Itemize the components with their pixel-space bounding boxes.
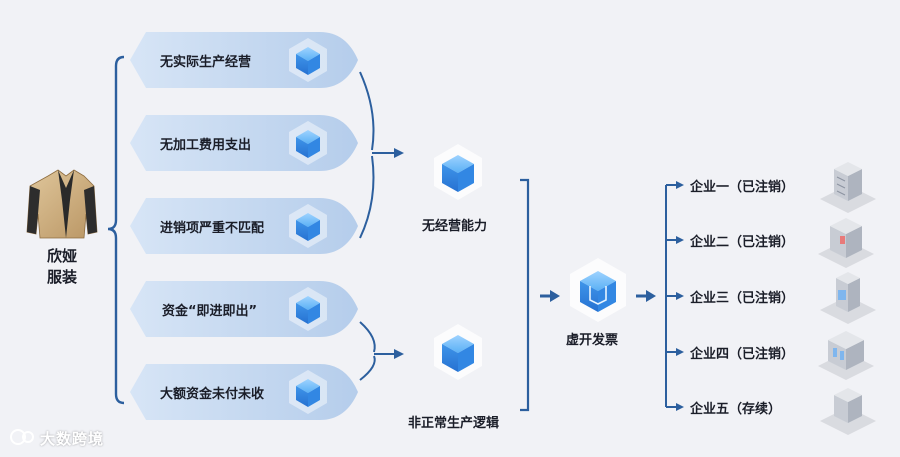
arrow-head — [676, 181, 684, 189]
building-icon — [818, 218, 874, 268]
finding-label-1: 无经营能力 — [422, 219, 488, 234]
cube-icon — [289, 121, 327, 165]
arrow-head — [676, 292, 684, 300]
building-icon — [820, 388, 876, 435]
problem-label-5: 大额资金未付未收 — [160, 387, 265, 402]
finding-label-2: 非正常生产逻辑 — [408, 416, 500, 431]
subject-line-2: 服装 — [46, 268, 77, 286]
conclusion-label: 虚开发票 — [566, 333, 619, 348]
arrow-head — [676, 403, 684, 411]
enterprise-label-5: 企业五（存续） — [690, 402, 782, 417]
arrow-head — [676, 348, 684, 356]
middle-bracket — [520, 178, 530, 412]
enterprise-label-3: 企业三（已注销） — [690, 291, 795, 306]
invoice-cube-icon — [570, 258, 626, 322]
arrow-head — [394, 148, 404, 158]
watermark-logo-icon — [10, 429, 34, 445]
arrow-head — [394, 349, 404, 359]
building-icon — [820, 162, 876, 213]
enterprise-label-1: 企业一（已注销） — [690, 180, 795, 195]
enterprise-label-2: 企业二（已注销） — [690, 235, 795, 250]
problem-label-3: 进销项严重不匹配 — [160, 221, 265, 236]
problem-pill-4 — [130, 281, 358, 337]
subject-line-1: 欣娅 — [46, 247, 77, 265]
watermark-text: 大数跨境 — [40, 430, 105, 448]
enterprise-label-4: 企业四（已注销） — [690, 347, 795, 362]
problem-pill-3 — [130, 198, 358, 254]
problem-label-4: 资金“即进即出” — [162, 304, 258, 319]
jacket-icon — [26, 169, 98, 239]
arrow-head — [646, 290, 656, 302]
cube-icon — [434, 144, 482, 200]
cube-icon — [289, 370, 327, 414]
subject-label: 欣娅 服装 — [40, 246, 84, 288]
building-icon — [818, 331, 874, 380]
cube-icon — [289, 38, 327, 82]
problem-label-2: 无加工费用支出 — [160, 138, 252, 153]
arrow-head — [550, 290, 560, 302]
cube-icon — [289, 204, 327, 248]
building-icon — [820, 272, 876, 324]
problem-pill-2 — [130, 115, 358, 171]
cube-icon — [289, 287, 327, 331]
problem-pill-5 — [130, 364, 358, 420]
left-bracket — [107, 55, 125, 405]
arrow-head — [676, 236, 684, 244]
problem-pill-1 — [130, 32, 358, 88]
problem-label-1: 无实际生产经营 — [160, 55, 252, 70]
cube-icon — [434, 324, 482, 380]
